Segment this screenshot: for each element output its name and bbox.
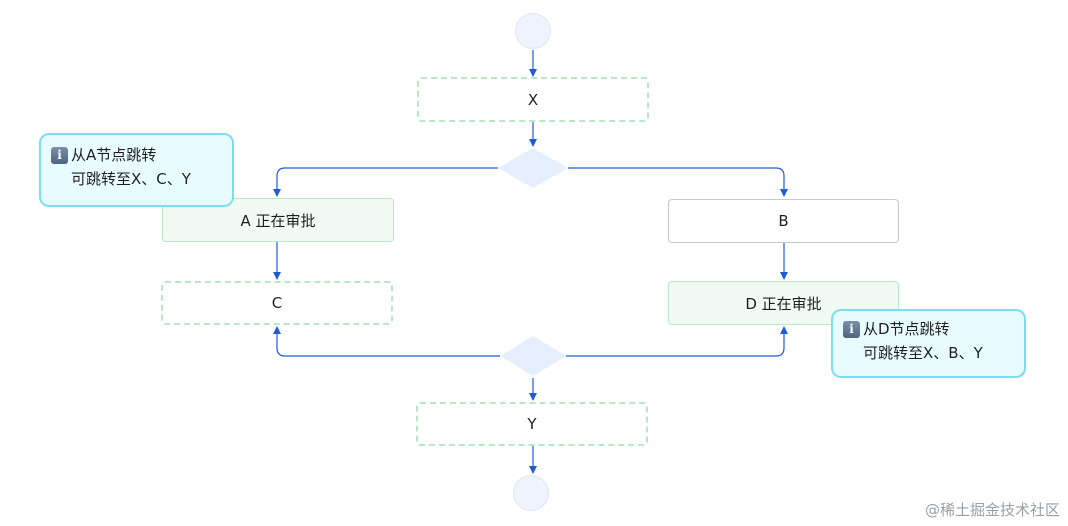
node-b[interactable]: B [668, 199, 899, 243]
watermark: @稀土掘金技术社区 [924, 501, 1060, 519]
edge-gateway-b [568, 167, 788, 197]
edge-gateway2-d [566, 326, 788, 357]
node-x[interactable]: X [417, 77, 649, 122]
info-icon: i [51, 146, 68, 164]
info-icon: i [843, 320, 860, 338]
tooltip-d-title: 从D节点跳转 [863, 320, 950, 338]
edge-gateway2-c [273, 326, 500, 357]
gateway-merge [500, 336, 566, 376]
edge-gateway-a [273, 167, 498, 197]
tooltip-d-targets: 可跳转至X、B、Y [863, 344, 983, 362]
tooltip-a-title: 从A节点跳转 [71, 146, 157, 164]
tooltip-node-d: i 从D节点跳转 可跳转至X、B、Y [831, 309, 1026, 378]
gateway-split [498, 148, 568, 188]
start-event[interactable] [515, 13, 551, 49]
tooltip-node-a: i 从A节点跳转 可跳转至X、C、Y [39, 133, 234, 207]
node-c[interactable]: C [161, 281, 393, 325]
node-y[interactable]: Y [416, 402, 648, 446]
end-event[interactable] [513, 475, 549, 511]
tooltip-a-targets: 可跳转至X、C、Y [71, 170, 191, 188]
node-d[interactable]: D 正在审批 [668, 281, 899, 325]
